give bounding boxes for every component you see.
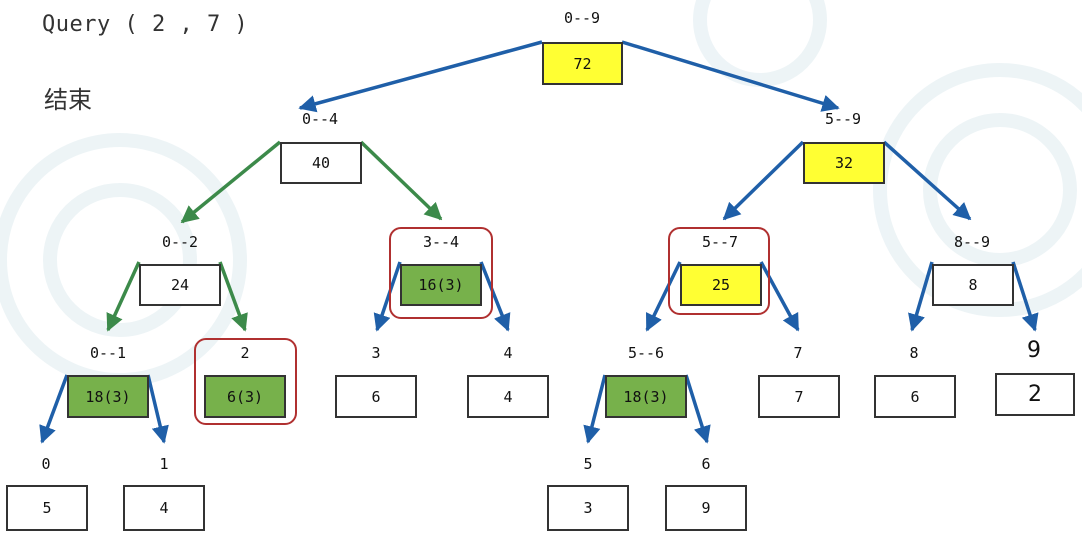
node-box-8: 6	[874, 375, 956, 418]
node-range-0-2: 0--2	[161, 233, 199, 251]
node-box-5-6: 18(3)	[605, 375, 687, 418]
node-range-5: 5	[583, 455, 593, 473]
edge-root-left	[298, 40, 543, 113]
edge-8-9-left	[908, 261, 934, 332]
node-box-2: 6(3)	[204, 375, 286, 418]
edge-0-4-left	[180, 140, 282, 224]
highlight-frame-3-4	[389, 227, 493, 319]
node-box-0-2: 24	[139, 264, 221, 306]
node-range-0: 0	[41, 455, 51, 473]
node-range-9: 9	[1027, 338, 1041, 363]
node-range-1: 1	[159, 455, 169, 473]
edge-5-9-left	[722, 140, 805, 221]
node-range-7: 7	[793, 344, 803, 362]
node-range-3: 3	[371, 344, 381, 362]
edge-0-2-right	[218, 261, 248, 332]
node-box-3: 6	[335, 375, 417, 418]
node-box-1: 4	[123, 485, 205, 531]
node-box-9: 2	[995, 373, 1075, 416]
node-range-0-1: 0--1	[89, 344, 127, 362]
edge-0-1-right	[146, 374, 169, 444]
node-range-2: 2	[240, 344, 250, 362]
node-box-5-7: 25	[680, 264, 762, 306]
node-box-7: 7	[758, 375, 840, 418]
node-range-5-9: 5--9	[824, 110, 862, 128]
edge-5-7-right	[759, 261, 800, 332]
node-box-0-4: 40	[280, 142, 362, 184]
highlight-frame-2	[194, 338, 297, 425]
node-range-3-4: 3--4	[422, 233, 460, 251]
node-box-8-9: 8	[932, 264, 1014, 306]
query-label: Query ( 2 , 7 )	[42, 12, 249, 37]
edge-0-4-right	[359, 140, 443, 221]
edge-root-right	[621, 40, 840, 112]
node-range-0-4: 0--4	[301, 110, 339, 128]
node-range-4: 4	[503, 344, 513, 362]
node-box-5-9: 32	[803, 142, 885, 184]
node-range-8: 8	[909, 344, 919, 362]
node-range-5-7: 5--7	[701, 233, 739, 251]
edge-3-4-left	[373, 261, 402, 332]
edge-5-6-right	[684, 374, 711, 444]
status-label: 结束	[44, 86, 92, 114]
node-box-3-4: 16(3)	[400, 264, 482, 306]
highlight-frame-5-7	[668, 227, 770, 315]
edge-0-2-left	[106, 261, 141, 332]
node-box-4: 4	[467, 375, 549, 418]
edge-5-9-right	[882, 140, 972, 221]
node-box-6: 9	[665, 485, 747, 531]
node-range-5-6: 5--6	[627, 344, 665, 362]
node-range-8-9: 8--9	[953, 233, 991, 251]
node-box-0-9: 72	[542, 42, 623, 85]
node-box-5: 3	[547, 485, 629, 531]
node-box-0: 5	[6, 485, 88, 531]
edge-8-9-right	[1011, 261, 1039, 332]
node-range-6: 6	[701, 455, 711, 473]
edge-5-6-left	[583, 374, 607, 444]
node-range-0-9: 0--9	[563, 9, 601, 27]
edge-3-4-right	[479, 261, 511, 332]
node-box-0-1: 18(3)	[67, 375, 149, 418]
edge-0-1-left	[39, 374, 69, 444]
edge-5-7-left	[645, 261, 682, 332]
